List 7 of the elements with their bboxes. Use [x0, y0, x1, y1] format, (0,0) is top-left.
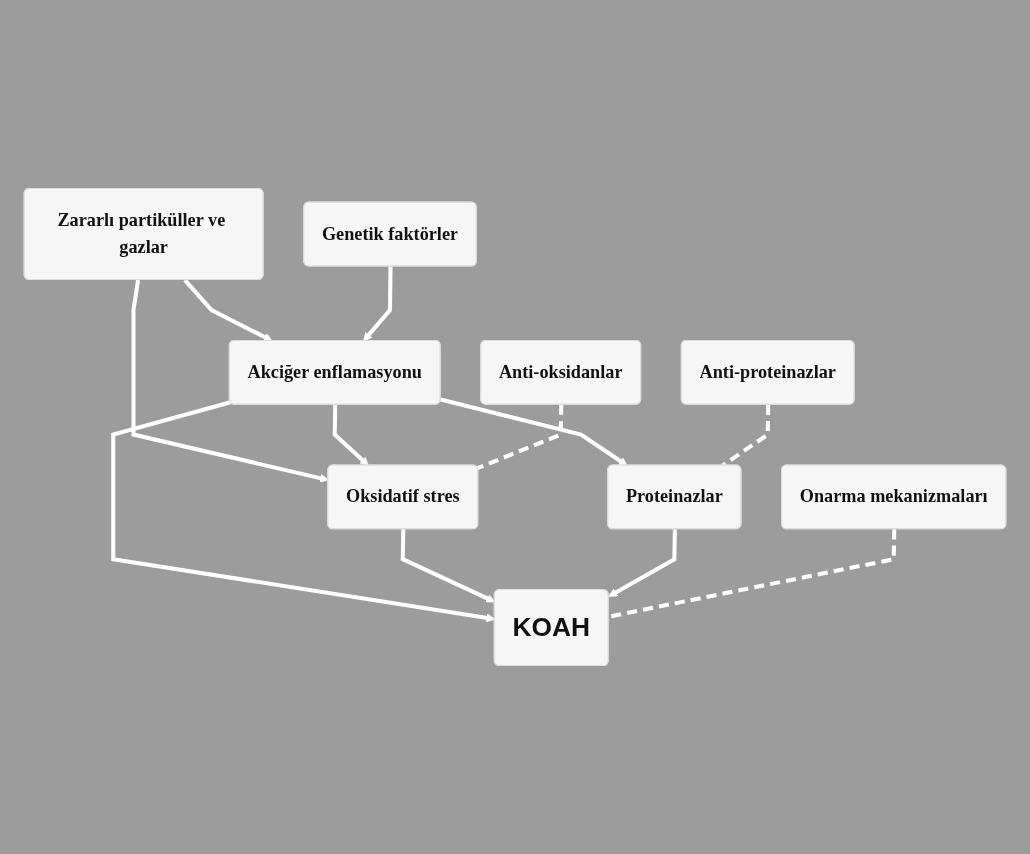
arrow [440, 397, 628, 466]
arrow [332, 404, 369, 466]
connector [608, 529, 897, 619]
connector [476, 404, 564, 470]
arrow [183, 278, 273, 342]
arrow [363, 266, 393, 342]
arrow [608, 529, 677, 597]
